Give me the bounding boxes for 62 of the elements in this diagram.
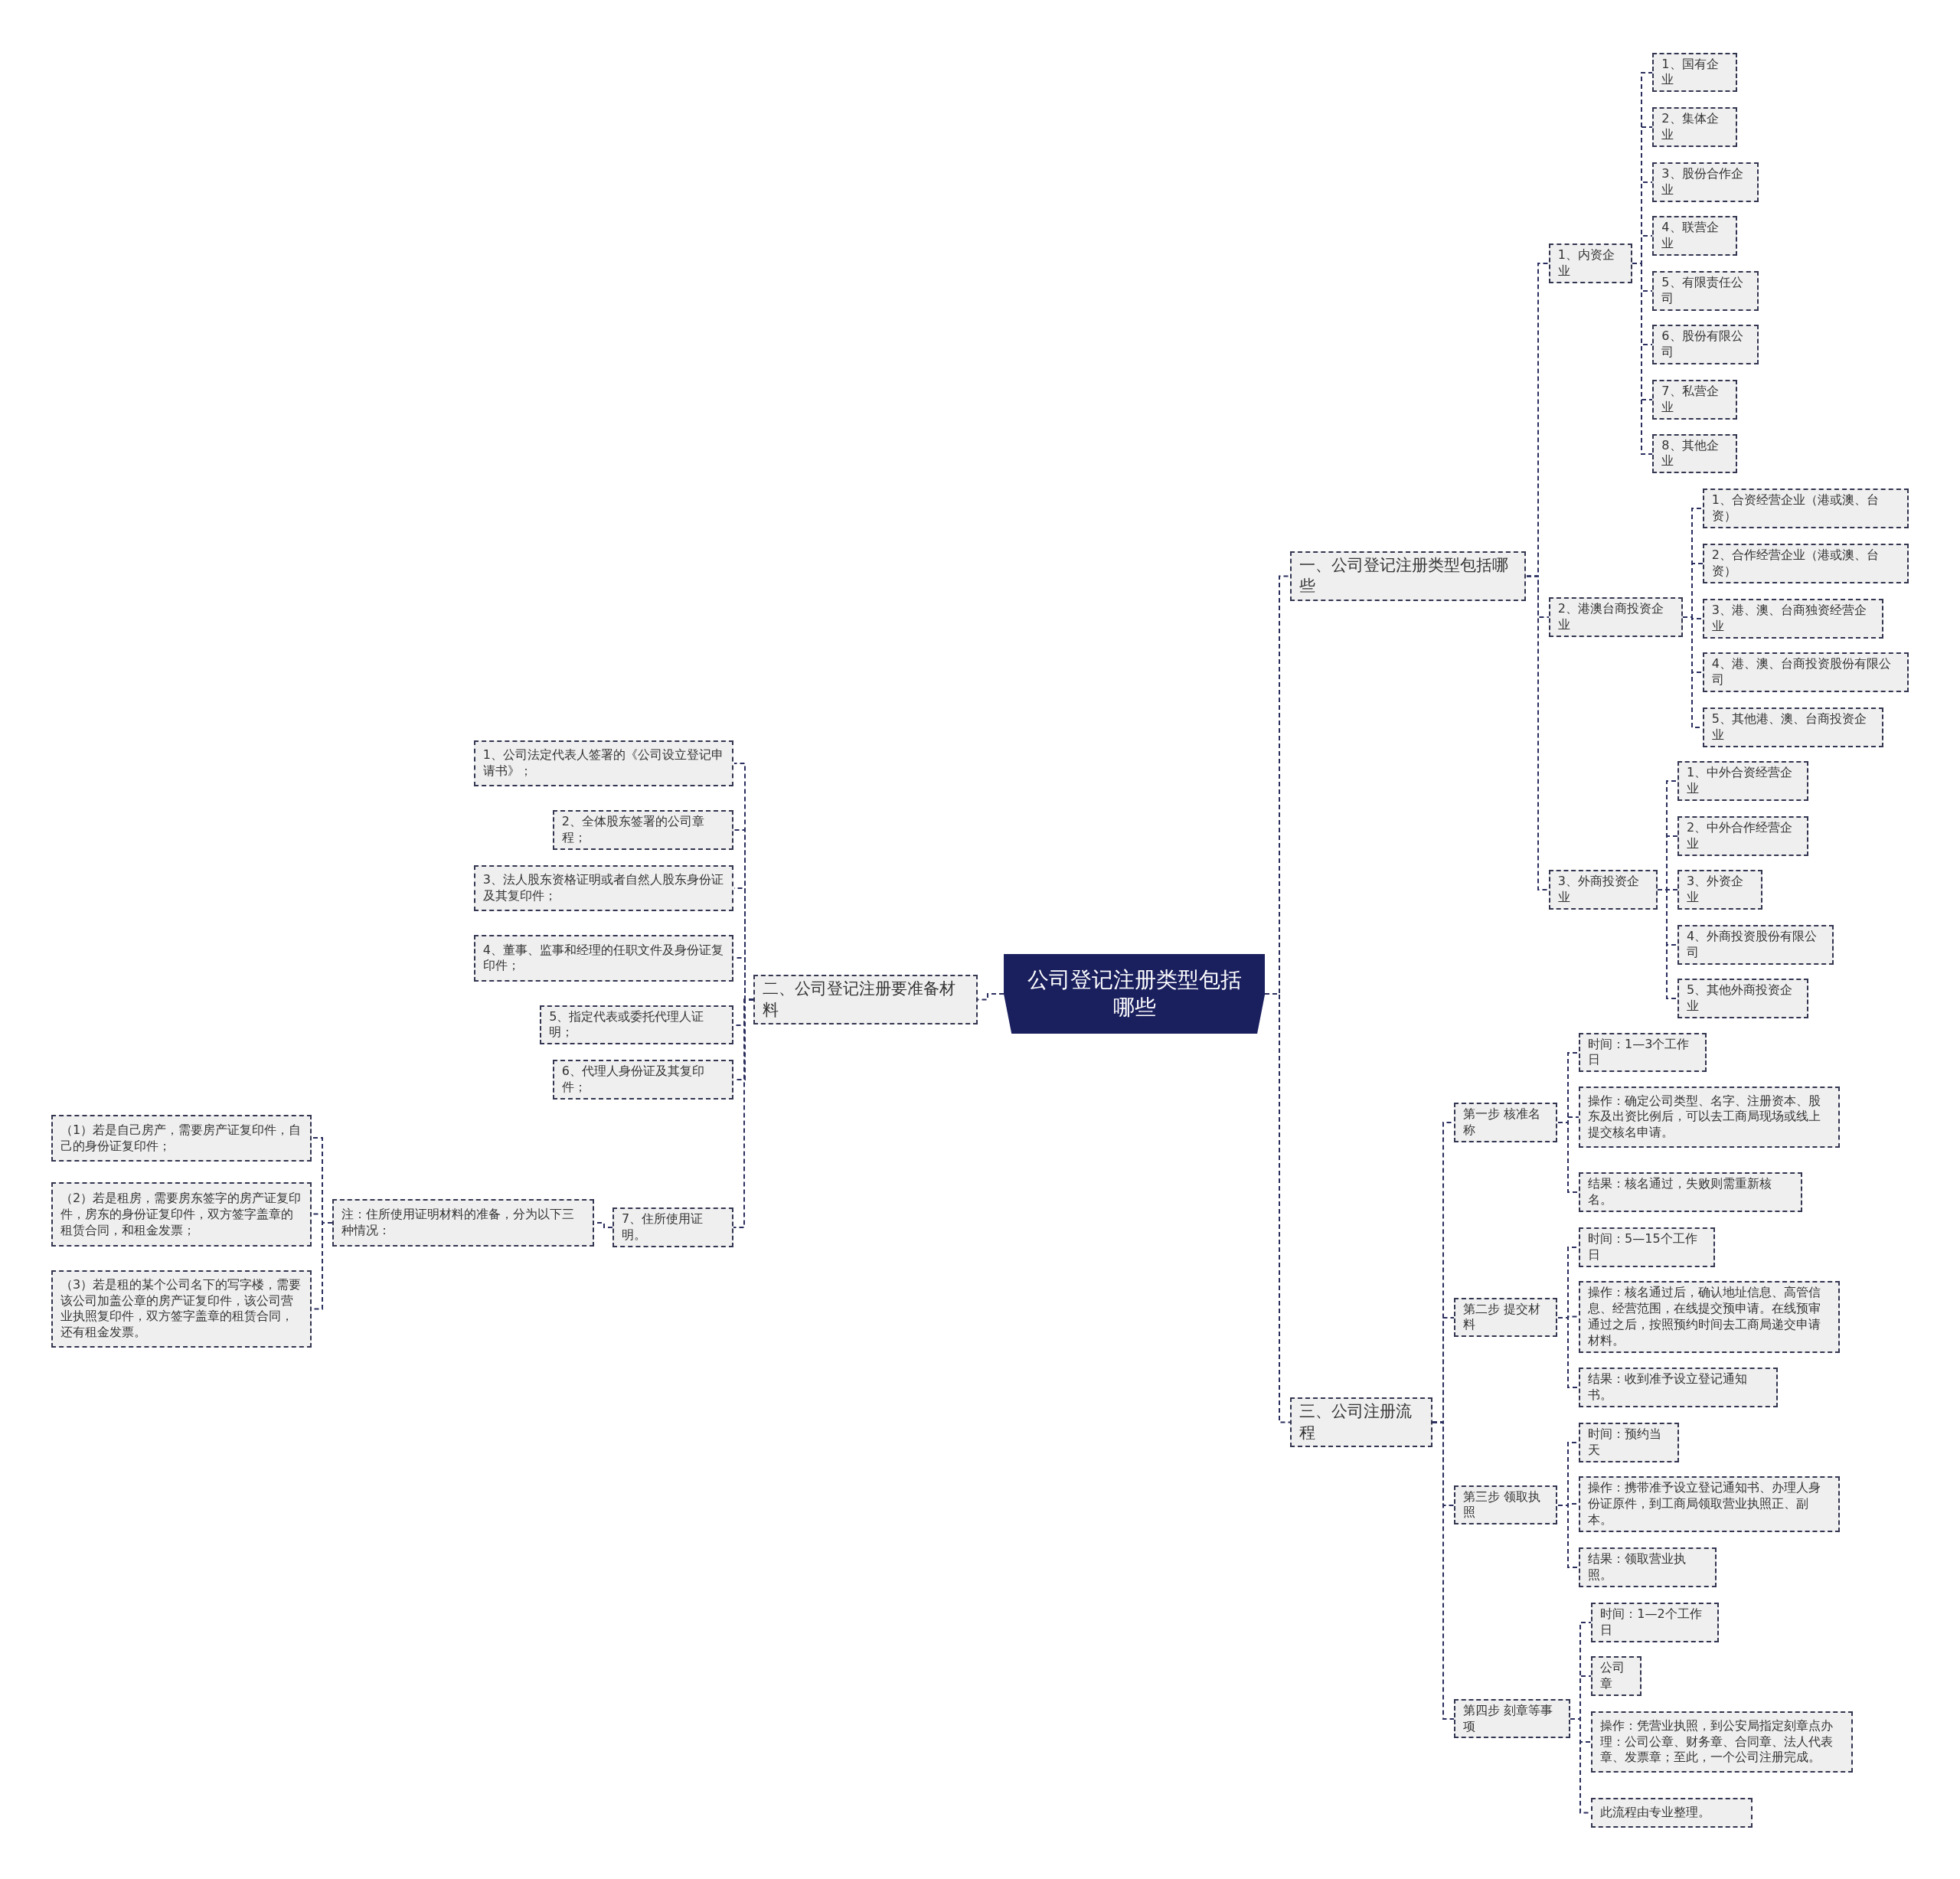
topic-box: 二、公司登记注册要准备材料	[753, 975, 978, 1025]
topic-box: 三、公司注册流程	[1289, 1397, 1432, 1447]
item-box: 操作：核名通过后，确认地址信息、高管信息、经营范围，在线提交预申请。在线预审通过之后，按照预约时间去工商局递交申请材料。	[1579, 1281, 1841, 1353]
item-box: 操作：确定公司类型、名字、注册资本、股东及出资比例后，可以去工商局现场或线上提交核名申请。	[1579, 1086, 1841, 1148]
item-box: 结果：核名通过，失败则需重新核名。	[1579, 1172, 1803, 1212]
item-box: 第一步 核准名称	[1453, 1103, 1558, 1142]
item-box: （3）若是租的某个公司名下的写字楼，需要该公司加盖公章的房产证复印件，该公司营业执照复印件，双方签字盖章的租赁合同，还有租金发票。	[51, 1270, 312, 1348]
connector-line	[1432, 1421, 1455, 1720]
item-box: 时间：5—15个工作日	[1579, 1227, 1715, 1267]
connector-line	[1632, 263, 1653, 455]
item-box: 2、全体股东签署的公司章程；	[552, 809, 734, 850]
item-box: 1、中外合资经营企业	[1677, 761, 1809, 801]
item-box: 5、其他港、澳、台商投资企业	[1702, 707, 1884, 747]
connector-line	[976, 993, 1004, 1001]
item-box: 4、董事、监事和经理的任职文件及身份证复印件；	[473, 935, 734, 982]
connector-line	[1557, 1317, 1579, 1388]
item-box: （1）若是自己房产，需要房产证复印件，自己的身份证复印件；	[51, 1115, 312, 1162]
connector-line	[733, 998, 754, 1228]
topic-box: 一、公司登记注册类型包括哪些	[1289, 551, 1527, 601]
item-box: 第二步 提交材料	[1453, 1297, 1558, 1338]
item-box: 3、港、澳、台商独资经营企业	[1702, 599, 1884, 639]
item-box: 3、法人股东资格证明或者自然人股东身份证及其复印件；	[473, 864, 734, 912]
item-box: 7、住所使用证明。	[612, 1207, 734, 1247]
item-box: 2、合作经营企业（港或澳、台资）	[1702, 544, 1909, 583]
central-topic-box: 公司登记注册类型包括哪些	[1004, 953, 1266, 1034]
item-box: 4、外商投资股份有限公司	[1677, 925, 1834, 965]
item-box: （2）若是租房，需要房东签字的房产证复印件，房东的身份证复印件，双方签字盖章的租赁合同，和租金发票；	[51, 1182, 312, 1247]
item-box: 2、集体企业	[1652, 107, 1738, 147]
connector-line	[1526, 575, 1550, 890]
item-box: 4、港、澳、台商投资股份有限公司	[1702, 652, 1909, 692]
item-box: 时间：1—2个工作日	[1591, 1603, 1719, 1642]
item-box: 2、中外合作经营企业	[1677, 816, 1809, 856]
item-box: 操作：携带准予设立登记通知书、办理人身份证原件，到工商局领取营业执照正、副本。	[1579, 1476, 1841, 1532]
item-box: 1、公司法定代表人签署的《公司设立登记申请书》；	[473, 740, 734, 786]
item-box: 4、联营企业	[1652, 216, 1738, 257]
item-box: 3、股份合作企业	[1652, 162, 1759, 202]
item-box: 1、合资经营企业（港或澳、台资）	[1702, 489, 1909, 528]
item-box: 3、外资企业	[1677, 870, 1763, 910]
item-box: 1、国有企业	[1652, 52, 1738, 93]
item-box: 第四步 刻章等事项	[1453, 1698, 1570, 1739]
item-box: 结果：收到准予设立登记通知书。	[1579, 1368, 1778, 1407]
item-box: 6、代理人身份证及其复印件；	[552, 1060, 734, 1100]
item-box: 5、指定代表或委托代理人证明；	[540, 1005, 734, 1045]
item-box: 操作：凭营业执照，到公安局指定刻章点办理：公司公章、财务章、合同章、法人代表章、发票章；至此，一个公司注册完成。	[1591, 1711, 1853, 1773]
item-box: 注：住所使用证明材料的准备，分为以下三种情况：	[332, 1198, 594, 1247]
item-box: 此流程由专业整理。	[1591, 1797, 1753, 1828]
item-box: 第三步 领取执照	[1453, 1485, 1558, 1525]
connector-line	[1557, 1122, 1579, 1193]
item-box: 公司章	[1591, 1656, 1642, 1696]
item-box: 结果：领取营业执照。	[1579, 1547, 1717, 1587]
subtopic-box: 2、港澳台商投资企业	[1548, 597, 1683, 637]
subtopic-box: 3、外商投资企业	[1548, 870, 1658, 910]
item-box: 5、其他外商投资企业	[1677, 979, 1809, 1018]
item-box: 5、有限责任公司	[1652, 271, 1759, 311]
connector-line	[1657, 889, 1678, 999]
item-box: 时间：预约当天	[1579, 1422, 1679, 1462]
item-box: 时间：1—3个工作日	[1579, 1032, 1707, 1073]
item-box: 8、其他企业	[1652, 433, 1738, 474]
connector-line	[1557, 1505, 1579, 1568]
item-box: 7、私营企业	[1652, 380, 1738, 420]
subtopic-box: 1、内资企业	[1548, 243, 1633, 283]
item-box: 6、股份有限公司	[1652, 325, 1759, 365]
